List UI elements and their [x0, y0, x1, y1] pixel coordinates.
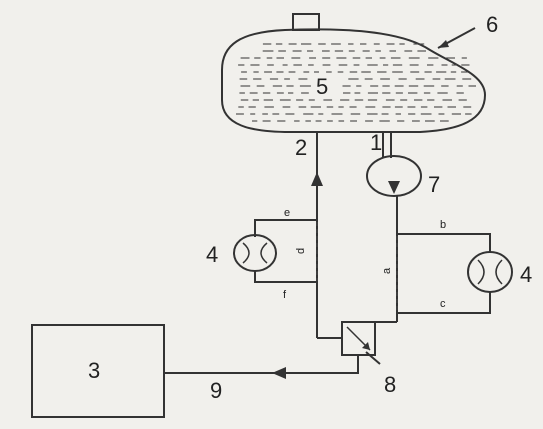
tank-outline	[221, 28, 487, 133]
label-4-right: 4	[520, 262, 532, 287]
branch-b-pipe	[397, 233, 491, 252]
label-5: 5	[316, 74, 328, 99]
label-3: 3	[88, 358, 100, 383]
branch-e-pipe	[254, 219, 317, 237]
label-8: 8	[384, 372, 396, 397]
label-4-left: 4	[206, 242, 218, 267]
valve-icon	[341, 321, 376, 356]
label-1: 1	[370, 130, 382, 155]
tank	[221, 13, 487, 133]
tank-leader-arrowhead	[438, 40, 449, 48]
flow-meter-icon	[467, 251, 513, 293]
pump-icon	[366, 155, 422, 197]
label-f: f	[283, 289, 287, 301]
tank-liquid	[236, 43, 476, 122]
label-e: e	[284, 207, 290, 219]
label-a: a	[381, 267, 393, 274]
branch-c-pipe	[397, 292, 491, 314]
label-9: 9	[210, 378, 222, 403]
unit-box-3	[31, 324, 165, 418]
flow-arrow-up	[311, 172, 323, 186]
label-2: 2	[295, 135, 307, 160]
valve-leader-line	[365, 351, 381, 365]
flow-meter-icon-left	[233, 234, 277, 272]
flow-arrow-left	[272, 367, 286, 379]
label-c: c	[440, 298, 446, 310]
label-d: d	[295, 248, 307, 254]
label-6: 6	[486, 12, 498, 37]
label-7: 7	[428, 172, 440, 197]
label-b: b	[440, 219, 446, 231]
tank-filler-cap	[292, 13, 320, 31]
branch-f-pipe	[254, 270, 317, 283]
pipe-output-9	[165, 355, 359, 374]
